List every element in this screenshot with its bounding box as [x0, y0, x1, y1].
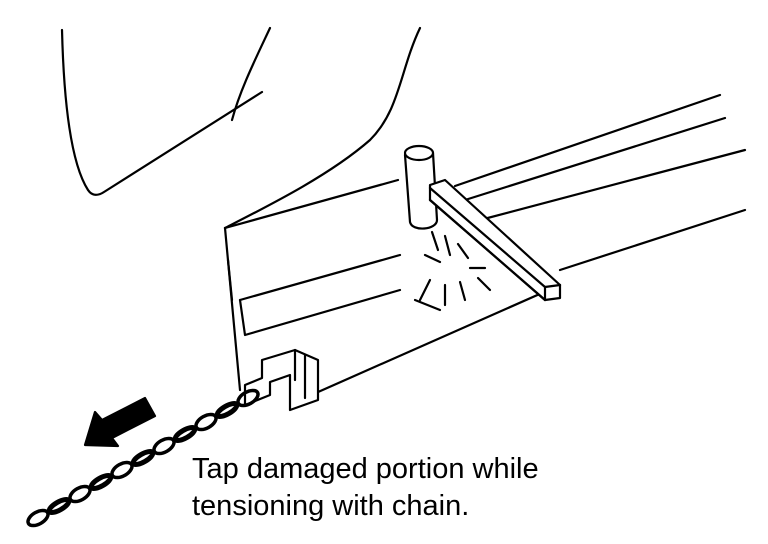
caption-line-1: Tap damaged portion while — [192, 453, 539, 485]
chain-link — [214, 401, 240, 419]
pull-direction-arrow-icon — [83, 396, 157, 448]
damage-marks — [418, 230, 492, 307]
chain-link — [26, 508, 50, 528]
chain-link — [46, 497, 72, 515]
chain-link — [130, 449, 156, 467]
chain-link — [88, 473, 114, 491]
side-sill-rails — [223, 93, 747, 402]
chain — [26, 388, 260, 528]
clamp — [243, 348, 320, 412]
hammer — [403, 144, 562, 302]
caption-line-2: tensioning with chain. — [192, 490, 470, 522]
chain-link — [172, 425, 198, 443]
vehicle-body — [60, 26, 422, 392]
